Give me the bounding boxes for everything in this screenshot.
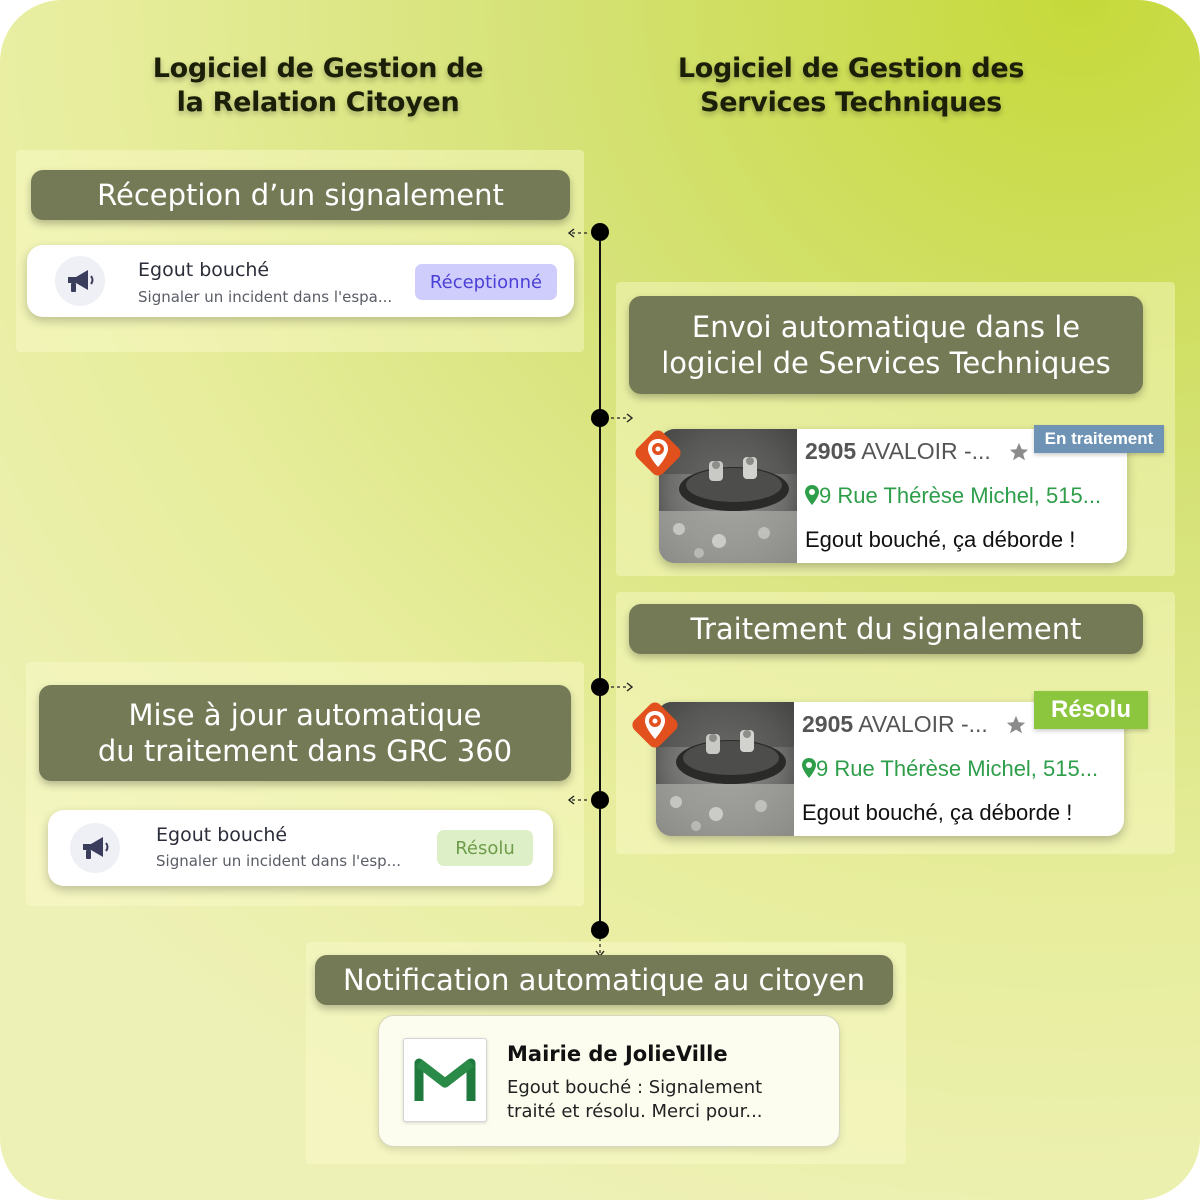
timeline-line <box>599 232 601 930</box>
status-badge-resolved: Résolu <box>1034 691 1148 729</box>
map-pin-icon <box>635 430 681 476</box>
email-preview-line1: Egout bouché : Signalement <box>507 1077 763 1098</box>
arrow-left-icon <box>567 228 590 238</box>
st-card-address: 9 Rue Thérèse Michel, 515... <box>819 483 1102 508</box>
grc-resolved-card[interactable]: Egout bouché Signaler un incident dans l… <box>48 810 553 886</box>
arrow-right-icon <box>611 682 634 692</box>
right-title-line2: Services Techniques <box>700 87 1002 118</box>
location-pin-icon <box>802 758 816 778</box>
megaphone-icon <box>70 823 120 873</box>
st-card-label: AVALOIR -... <box>861 438 991 464</box>
st-card-address-line: 9 Rue Thérèse Michel, 515... <box>805 483 1121 509</box>
st-card-label: AVALOIR -... <box>858 711 988 737</box>
right-title-line1: Logiciel de Gestion des <box>677 53 1025 84</box>
grc-card-title: Egout bouché <box>138 259 270 281</box>
step2-banner: Envoi automatique dans le logiciel de Se… <box>629 296 1143 394</box>
st-card-reference: 2905 <box>802 711 854 737</box>
right-column-title: Logiciel de Gestion des Services Techniq… <box>641 52 1061 120</box>
star-icon[interactable] <box>1008 441 1030 463</box>
step4-title-line1: Mise à jour automatique <box>128 698 482 732</box>
timeline-dot-1 <box>591 223 609 241</box>
location-pin-icon <box>805 485 819 505</box>
step5-title: Notification automatique au citoyen <box>342 963 866 997</box>
step3-title: Traitement du signalement <box>690 612 1082 646</box>
email-preview: Egout bouché : Signalement traité et rés… <box>507 1076 763 1124</box>
left-title-line2: la Relation Citoyen <box>176 87 460 118</box>
status-badge-received: Réceptionné <box>415 264 557 300</box>
step5-banner: Notification automatique au citoyen <box>315 955 893 1005</box>
st-card-address-line: 9 Rue Thérèse Michel, 515... <box>802 756 1118 782</box>
drain-photo <box>659 429 797 563</box>
step4-title-line2: du traitement dans GRC 360 <box>97 734 513 768</box>
timeline-dot-3 <box>591 678 609 696</box>
grc-card-subtitle: Signaler un incident dans l'espa... <box>138 288 393 306</box>
megaphone-icon <box>55 256 105 306</box>
grc-card-subtitle: Signaler un incident dans l'esp... <box>156 852 401 870</box>
step2-title-line1: Envoi automatique dans le <box>691 310 1081 344</box>
st-card-processing[interactable]: 2905 AVALOIR -... 9 Rue Thérèse Michel, … <box>659 425 1164 563</box>
email-sender: Mairie de JolieVille <box>507 1042 728 1066</box>
gmail-icon <box>403 1038 487 1122</box>
st-card-description: Egout bouché, ça déborde ! <box>805 527 1076 552</box>
timeline-dot-4 <box>591 791 609 809</box>
timeline-dot-2 <box>591 409 609 427</box>
step3-banner: Traitement du signalement <box>629 604 1143 654</box>
st-card-reference-line: 2905 AVALOIR -... <box>802 711 1007 738</box>
st-card-address: 9 Rue Thérèse Michel, 515... <box>816 756 1099 781</box>
step2-title-line2: logiciel de Services Techniques <box>661 346 1111 380</box>
timeline-dot-5 <box>591 921 609 939</box>
st-card-reference: 2905 <box>805 438 857 464</box>
step1-title: Réception d’un signalement <box>97 178 504 212</box>
st-card-reference-line: 2905 AVALOIR -... <box>805 438 1010 465</box>
arrow-left-icon <box>567 795 590 805</box>
st-card-description: Egout bouché, ça déborde ! <box>802 800 1073 825</box>
arrow-right-icon <box>611 413 634 423</box>
map-pin-icon <box>632 702 678 748</box>
grc-received-card[interactable]: Egout bouché Signaler un incident dans l… <box>27 245 574 317</box>
step4-banner: Mise à jour automatique du traitement da… <box>39 685 571 781</box>
drain-photo <box>656 702 794 836</box>
status-badge-processing: En traitement <box>1034 425 1164 453</box>
email-notification-card[interactable]: Mairie de JolieVille Egout bouché : Sign… <box>378 1015 840 1147</box>
status-badge-resolved: Résolu <box>437 830 533 866</box>
email-preview-line2: traité et résolu. Merci pour... <box>507 1101 763 1122</box>
left-title-line1: Logiciel de Gestion de <box>152 53 484 84</box>
step1-banner: Réception d’un signalement <box>31 170 570 220</box>
left-column-title: Logiciel de Gestion de la Relation Citoy… <box>108 52 528 120</box>
star-icon[interactable] <box>1005 714 1027 736</box>
st-card-resolved[interactable]: 2905 AVALOIR -... 9 Rue Thérèse Michel, … <box>656 691 1148 836</box>
grc-card-title: Egout bouché <box>156 824 288 846</box>
